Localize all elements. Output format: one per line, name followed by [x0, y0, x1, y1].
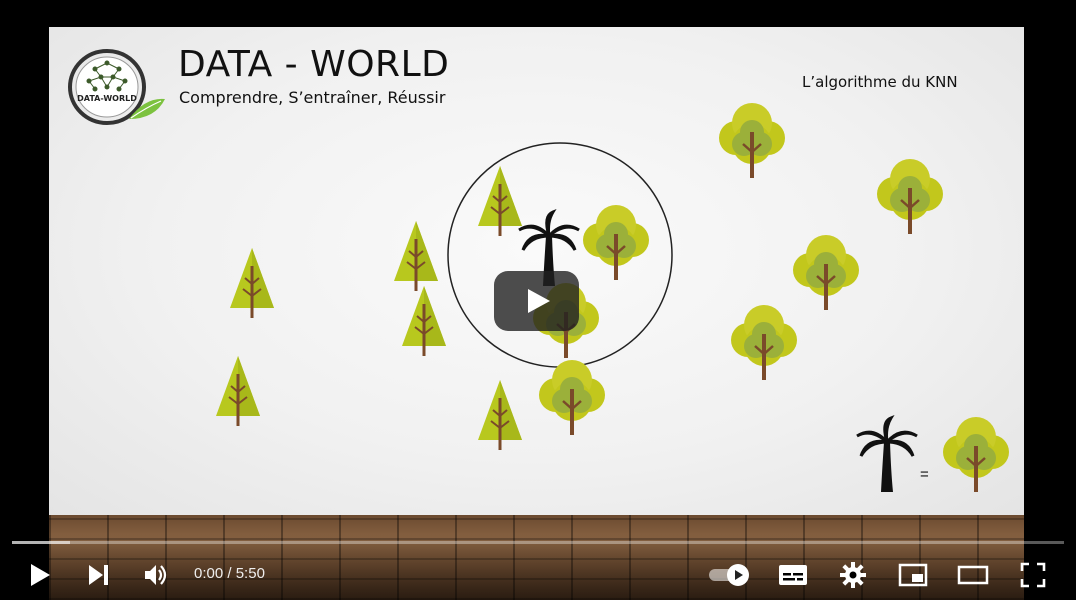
svg-text:DATA-WORLD: DATA-WORLD [77, 94, 137, 103]
fullscreen-icon [1020, 562, 1046, 588]
equals-sign: = [920, 466, 929, 483]
slide-topic: L’algorithme du KNN [802, 73, 958, 91]
controls-gradient [0, 534, 1076, 600]
pine-tree [400, 284, 448, 358]
skip-next-icon [89, 565, 108, 585]
autoplay-icon [709, 564, 749, 586]
round-tree [941, 415, 1011, 494]
fullscreen-button[interactable] [1016, 560, 1050, 590]
pine-tree [228, 246, 276, 320]
pine-tree [476, 378, 524, 452]
miniplayer-icon [898, 563, 928, 587]
large-play-button[interactable] [494, 271, 579, 331]
next-button[interactable] [82, 560, 114, 590]
data-world-logo: DATA-WORLD [68, 49, 165, 125]
brand-title: DATA - WORLD [178, 44, 450, 85]
play-button[interactable] [24, 560, 56, 590]
progress-buffered [12, 541, 70, 544]
play-icon [31, 564, 50, 586]
miniplayer-button[interactable] [896, 560, 930, 590]
time-total: 5:50 [235, 565, 265, 582]
round-tree [717, 101, 787, 180]
progress-bar[interactable] [12, 541, 1064, 544]
round-tree [729, 303, 799, 382]
theater-icon [957, 565, 989, 585]
time-separator: / [223, 565, 236, 582]
gear-icon [840, 562, 866, 588]
subtitles-button[interactable] [776, 560, 810, 590]
round-tree [875, 157, 945, 236]
autoplay-toggle[interactable] [706, 560, 752, 590]
time-display: 0:00 / 5:50 [194, 565, 265, 582]
round-tree [791, 233, 861, 312]
pine-tree [392, 219, 440, 293]
theater-mode-button[interactable] [954, 560, 992, 590]
pine-tree [476, 164, 524, 238]
settings-button[interactable] [836, 560, 870, 590]
round-tree [537, 358, 607, 437]
palm-tree-legend [855, 416, 919, 494]
round-tree [581, 203, 651, 282]
volume-icon [145, 565, 167, 585]
mute-button[interactable] [140, 560, 172, 590]
brand-subtitle: Comprendre, S’entraîner, Réussir [179, 88, 446, 107]
pine-tree [214, 354, 262, 428]
time-current: 0:00 [194, 565, 224, 582]
subtitles-icon [779, 565, 807, 585]
